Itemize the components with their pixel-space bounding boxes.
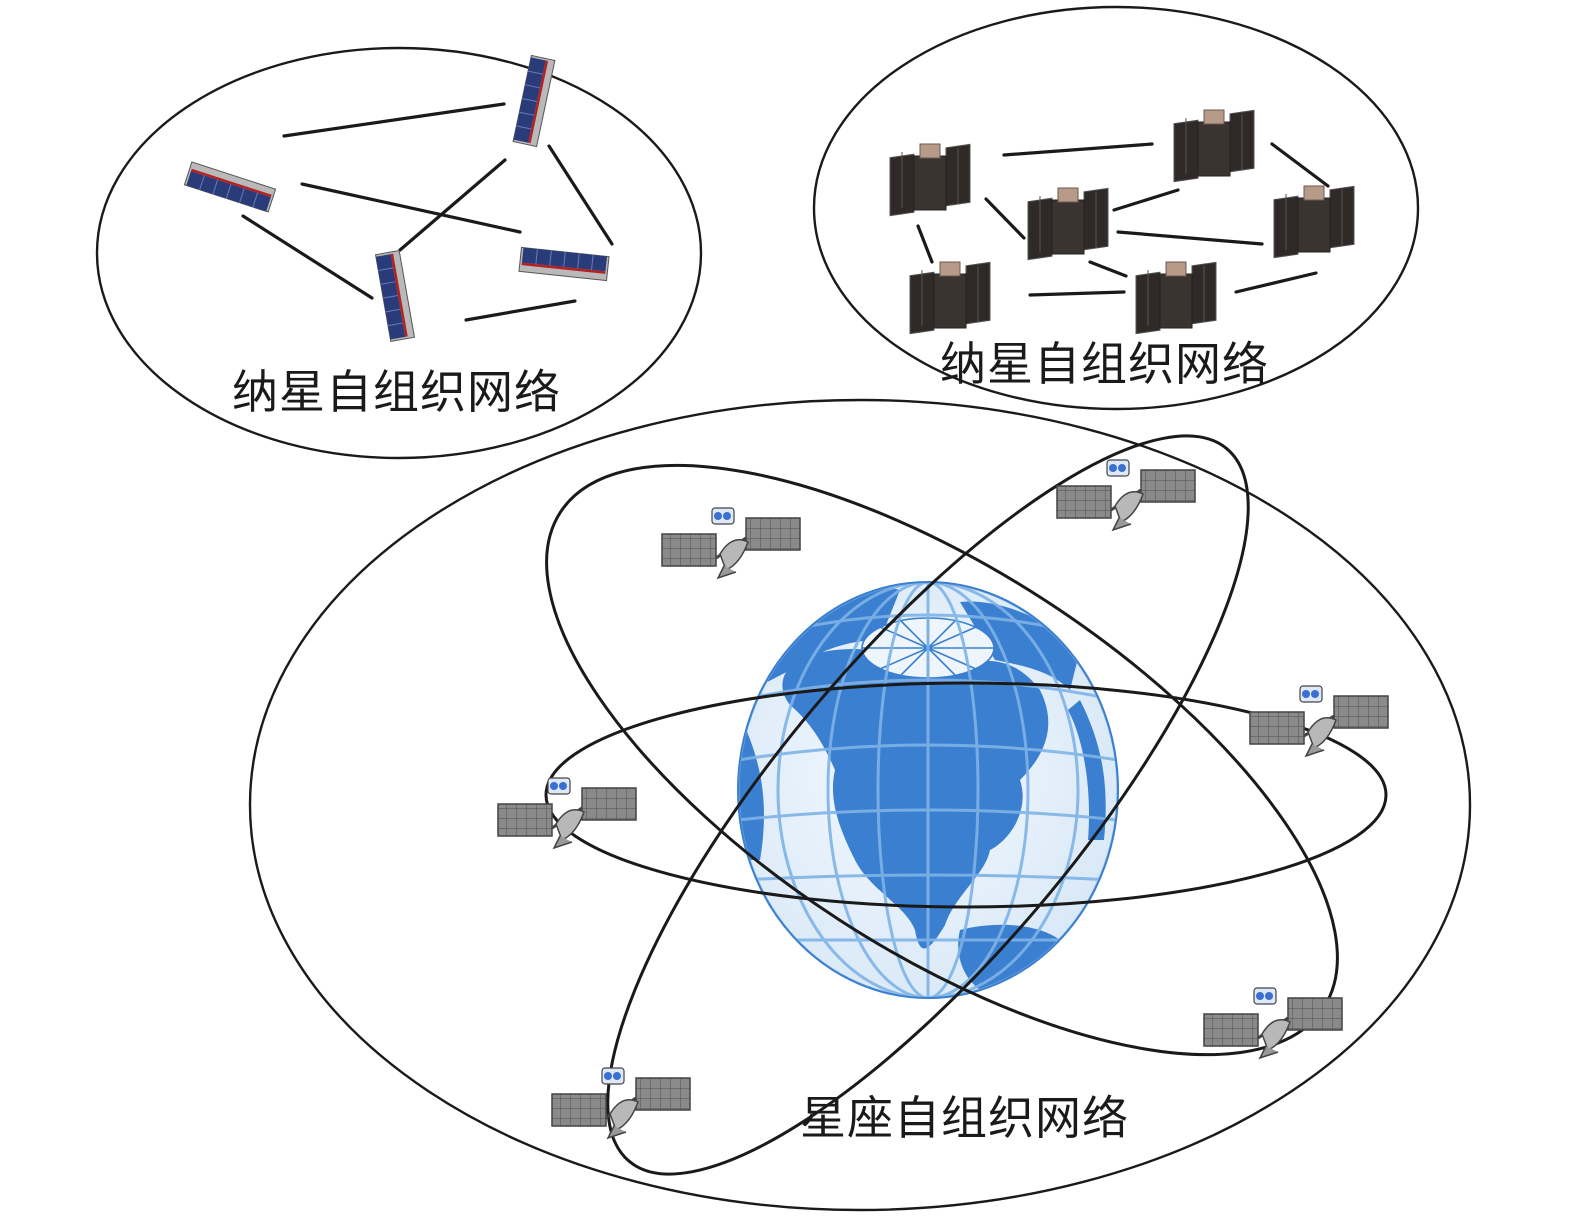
cubesat-4	[518, 246, 610, 282]
orbit-lines	[544, 434, 1388, 1176]
right-network-satellites	[889, 109, 1355, 335]
left-network-label: 纳星自组织网络	[232, 365, 561, 419]
right-network-label: 纳星自组织网络	[940, 337, 1269, 391]
earth-globe	[737, 581, 1119, 999]
constsat-1	[660, 506, 802, 580]
constsat-3	[496, 776, 638, 850]
constsat-2	[1055, 458, 1197, 532]
right-network-links	[916, 142, 1330, 297]
left-network-boundary	[95, 46, 703, 460]
darksat-4	[1273, 185, 1355, 259]
orbit-inclined-b	[606, 434, 1250, 1176]
cubesat-2	[183, 161, 277, 213]
constellation-network-label: 星座自组织网络	[800, 1091, 1129, 1145]
constsat-6	[550, 1066, 692, 1140]
left-network-links	[241, 102, 614, 322]
right-network-boundary	[812, 5, 1420, 411]
darksat-5	[909, 261, 991, 335]
left-network-satellites	[183, 54, 610, 342]
constellation-boundary	[248, 398, 1472, 1212]
darksat-1	[889, 143, 971, 217]
darksat-3	[1027, 187, 1109, 261]
darksat-6	[1135, 261, 1217, 335]
orbit-equatorial	[544, 681, 1388, 909]
constsat-4	[1248, 684, 1390, 758]
constsat-5	[1202, 986, 1344, 1060]
darksat-2	[1173, 109, 1255, 183]
cubesat-3	[375, 250, 415, 342]
cubesat-1	[512, 54, 556, 148]
